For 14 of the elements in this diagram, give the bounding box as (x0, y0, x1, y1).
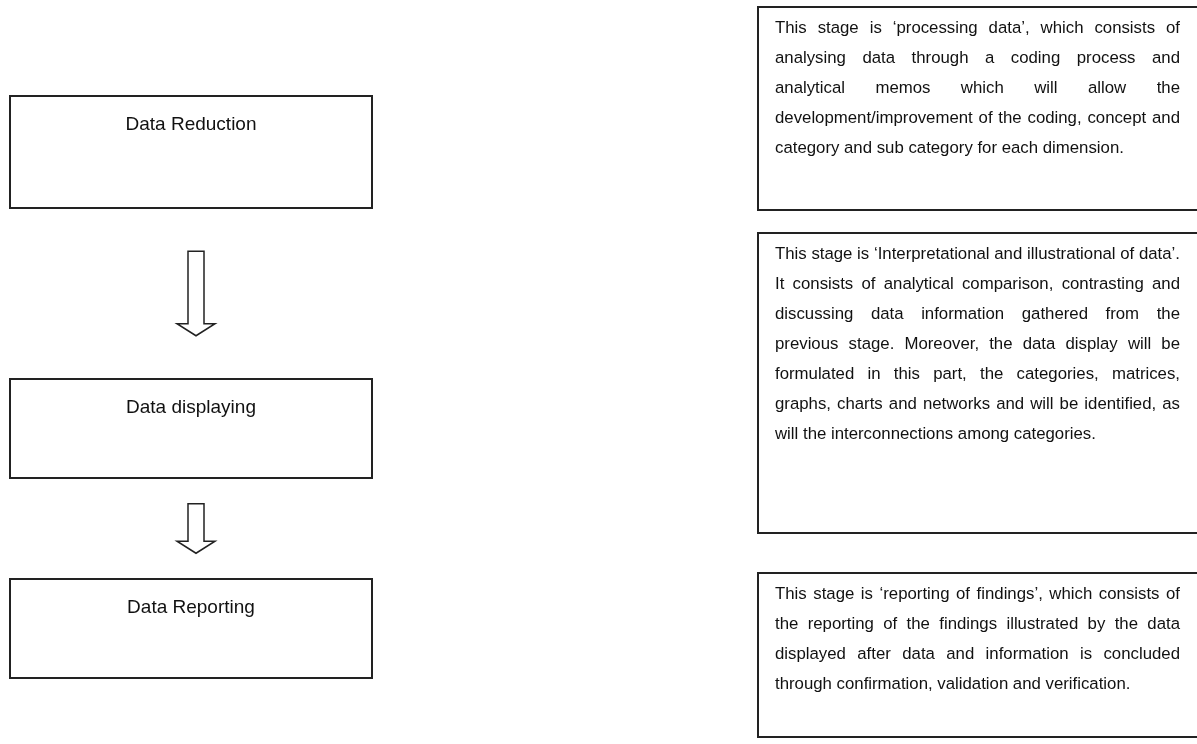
description-text: This stage is ‘Interpretational and illustrational of data’. It consists of analytical comparison, contrasting and discussing data information gathered from the previous stage. Moreover, the data display will be formulated in this part, the categories, matrices, graphs, charts and networks and will be identified, as will the interconnections among categories. (775, 243, 1180, 445)
description-text: This stage is ‘processing data’, which consists of analysing data through a coding process and analytical memos which will allow the development/improvement of the coding, concept and category and sub category for each dimension. (775, 17, 1180, 159)
description-box (757, 572, 1197, 738)
block-arrow (174, 250, 218, 337)
description-box (757, 232, 1197, 534)
block-arrow (174, 503, 218, 555)
stage-label: Data Reporting (126, 596, 256, 618)
stage-label: Data displaying (125, 396, 257, 418)
stage-box (9, 578, 373, 679)
stage-box (9, 95, 373, 209)
stage-box (9, 378, 373, 479)
stage-label: Data Reduction (124, 113, 258, 135)
description-box (757, 6, 1197, 211)
description-text: This stage is ‘reporting of findings’, which consists of the reporting of the findings illustrated by the data displayed after data and information is concluded through confirmation, validation and verification. (775, 583, 1180, 695)
